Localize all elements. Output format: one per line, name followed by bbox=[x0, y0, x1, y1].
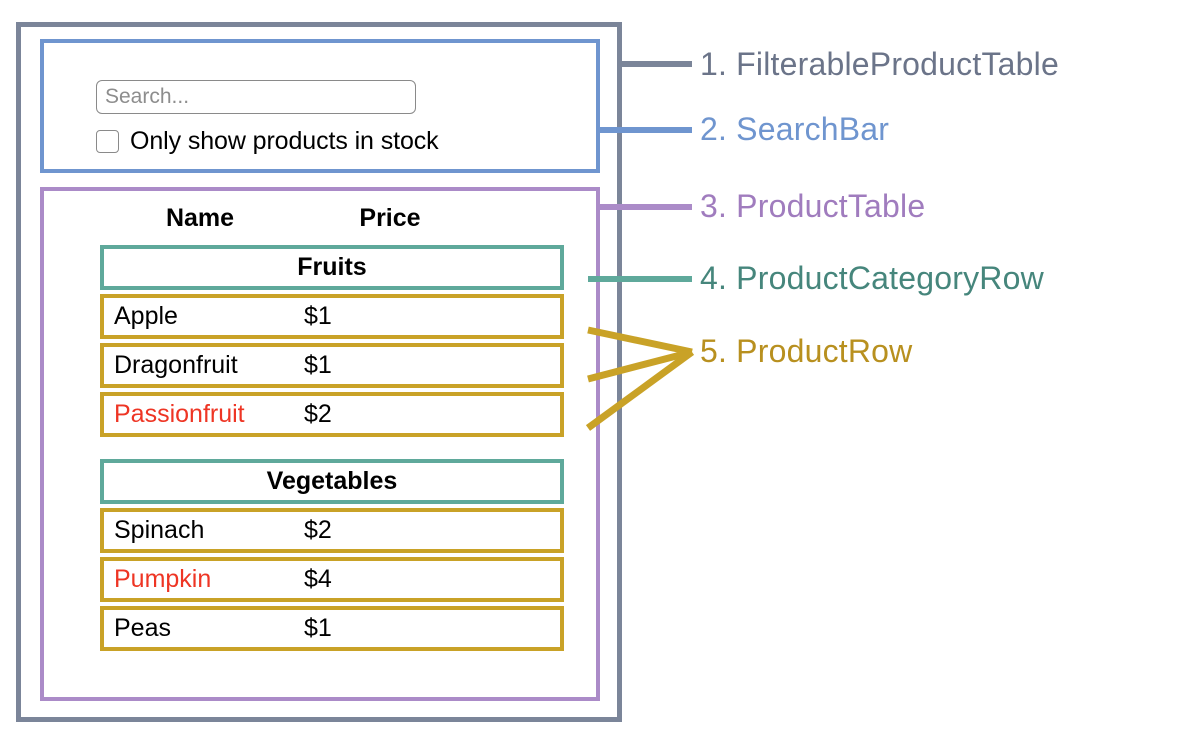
filterable-product-table-container: Only show products in stock Name Price F… bbox=[16, 22, 622, 722]
product-price: $1 bbox=[304, 614, 332, 642]
product-name: Dragonfruit bbox=[114, 351, 238, 379]
product-table-body: Name Price Fruits Apple $1 Dragonfruit $… bbox=[100, 191, 564, 651]
product-price: $1 bbox=[304, 351, 332, 379]
product-row: Apple $1 bbox=[100, 294, 564, 339]
legend-item-product-row: 5. ProductRow bbox=[700, 333, 913, 369]
product-name: Pumpkin bbox=[114, 565, 212, 593]
in-stock-checkbox-label: Only show products in stock bbox=[130, 127, 439, 155]
product-price: $1 bbox=[304, 302, 332, 330]
product-name: Passionfruit bbox=[114, 400, 245, 428]
product-row: Passionfruit $2 bbox=[100, 392, 564, 437]
column-header-name: Name bbox=[165, 203, 235, 232]
product-name: Apple bbox=[114, 302, 178, 330]
in-stock-checkbox[interactable] bbox=[96, 130, 119, 153]
product-category-row: Fruits bbox=[100, 245, 564, 290]
category-spacer bbox=[100, 437, 564, 459]
search-bar-container: Only show products in stock bbox=[40, 39, 600, 173]
legend-item-product-table: 3. ProductTable bbox=[700, 188, 926, 224]
product-price: $2 bbox=[304, 400, 332, 428]
legend-item-search-bar: 2. SearchBar bbox=[700, 111, 890, 147]
product-row: Spinach $2 bbox=[100, 508, 564, 553]
product-row: Dragonfruit $1 bbox=[100, 343, 564, 388]
product-name: Spinach bbox=[114, 516, 205, 544]
product-category-label: Fruits bbox=[297, 253, 367, 281]
legend-item-product-category-row: 4. ProductCategoryRow bbox=[700, 260, 1044, 296]
product-table-container: Name Price Fruits Apple $1 Dragonfruit $… bbox=[40, 187, 600, 701]
product-name: Peas bbox=[114, 614, 171, 642]
product-price: $2 bbox=[304, 516, 332, 544]
product-row: Peas $1 bbox=[100, 606, 564, 651]
product-row: Pumpkin $4 bbox=[100, 557, 564, 602]
in-stock-checkbox-row[interactable]: Only show products in stock bbox=[96, 129, 439, 154]
column-header-price: Price bbox=[359, 203, 421, 232]
product-category-row: Vegetables bbox=[100, 459, 564, 504]
product-price: $4 bbox=[304, 565, 332, 593]
product-table-header-row: Name Price bbox=[100, 191, 564, 245]
legend-item-filterable-product-table: 1. FilterableProductTable bbox=[700, 46, 1059, 82]
search-input[interactable] bbox=[96, 80, 416, 114]
product-category-label: Vegetables bbox=[266, 467, 398, 495]
